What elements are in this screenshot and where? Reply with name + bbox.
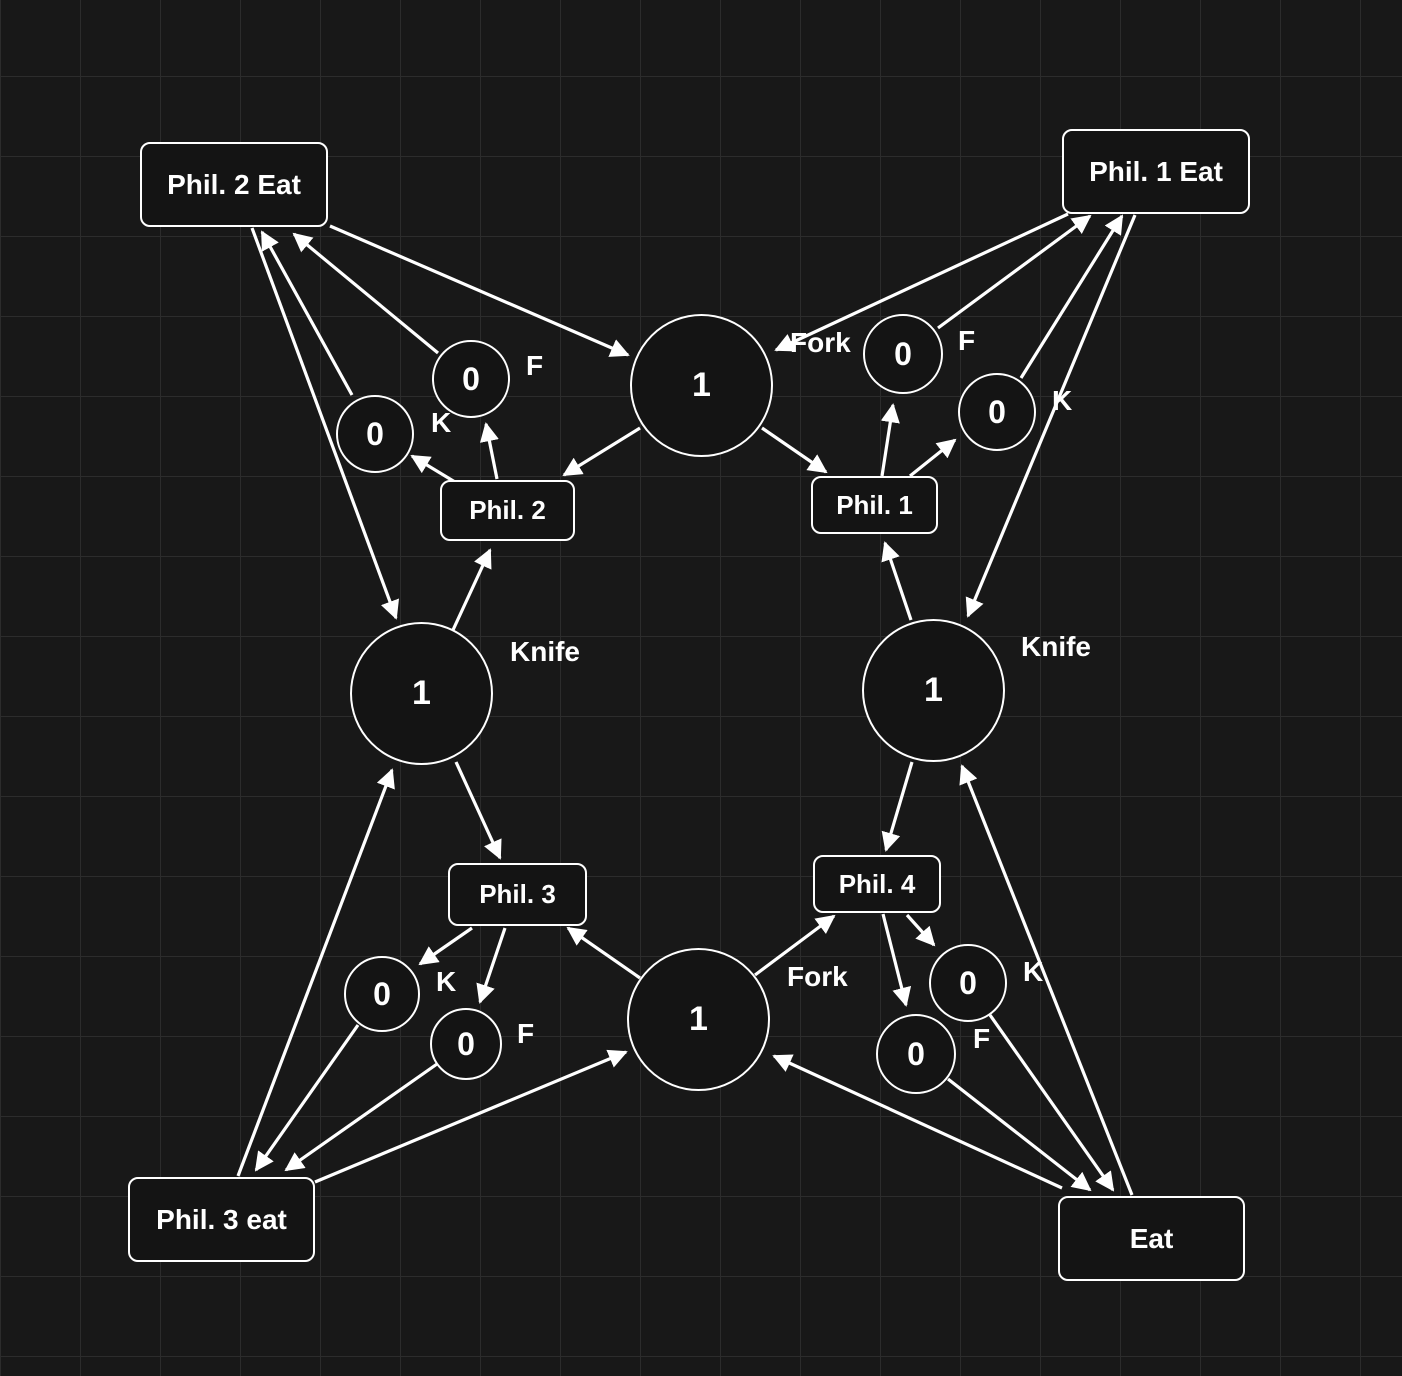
arc-phil2-eat-to-fork[interactable] (329, 224, 630, 357)
phil2-fork-place[interactable]: 0 (432, 340, 510, 418)
arc-phil3-to-phil3-knife[interactable] (418, 926, 473, 966)
arc-phil1-to-phil1-knife[interactable] (909, 438, 957, 478)
token-count: 0 (907, 1035, 925, 1072)
transition-label: Phil. 3 eat (156, 1203, 287, 1235)
phil4-transition[interactable]: Phil. 4 (813, 855, 941, 913)
phil2-knife-label: K (431, 407, 452, 438)
token-count: 1 (689, 1000, 708, 1038)
arc-phil2-to-phil2-knife[interactable] (410, 454, 456, 484)
arc-phil3-eat-to-fork[interactable] (314, 1049, 628, 1184)
arc-phil4-to-phil4-fork[interactable] (881, 913, 912, 1007)
phil4-fork-label: F (973, 1023, 991, 1054)
arc-phil1-to-phil1-fork[interactable] (880, 403, 900, 477)
arc-phil2-to-phil2-fork[interactable] (479, 422, 499, 480)
arc-fork-to-phil2[interactable] (562, 426, 641, 477)
arc-knife-to-phil3[interactable] (454, 761, 502, 860)
token-count: 1 (412, 674, 431, 712)
phil2-transition[interactable]: Phil. 2 (440, 480, 575, 541)
phil4-eat-transition[interactable]: Eat (1058, 1196, 1245, 1281)
arc-phil4-eat-to-fork[interactable] (772, 1054, 1063, 1190)
arc-phil4-fork-to-phil4-eat[interactable] (947, 1077, 1092, 1192)
arc-phil2-knife-to-phil2-eat[interactable] (260, 230, 354, 396)
phil3-knife-place[interactable]: 0 (344, 956, 420, 1032)
token-count: 1 (692, 366, 711, 404)
arc-phil1-eat-to-knife[interactable] (965, 214, 1137, 618)
transition-label: Phil. 2 (469, 495, 546, 525)
phil1-knife-place[interactable]: 0 (958, 373, 1036, 451)
arc-fork-to-phil4[interactable] (754, 914, 836, 977)
transition-label: Phil. 1 (836, 489, 913, 520)
phil3-transition[interactable]: Phil. 3 (448, 863, 587, 926)
token-count: 0 (457, 1025, 475, 1062)
phil1-knife-label: K (1052, 385, 1073, 416)
phil3-fork-place[interactable]: 0 (430, 1008, 502, 1080)
fork-label-top: Fork (790, 327, 851, 358)
token-count: 0 (462, 360, 480, 397)
token-count: 0 (366, 415, 384, 452)
phil2-knife-place[interactable]: 0 (336, 395, 414, 473)
arc-phil2-eat-to-knife[interactable] (250, 227, 400, 620)
transition-label: Phil. 3 (479, 879, 556, 909)
token-count: 1 (924, 671, 943, 709)
transition-label: Phil. 1 Eat (1089, 155, 1223, 187)
knife-place-right[interactable]: 1 (862, 619, 1005, 762)
arc-fork-to-phil1[interactable] (761, 426, 828, 474)
token-count: 0 (959, 964, 977, 1001)
phil2-fork-label: F (526, 350, 544, 381)
phil1-fork-label: F (958, 325, 976, 356)
arc-phil3-eat-to-knife[interactable] (236, 768, 395, 1177)
arc-phil3-knife-to-phil3-eat[interactable] (254, 1024, 360, 1172)
arc-phil4-to-phil4-knife[interactable] (905, 913, 936, 947)
arc-phil3-fork-to-phil3-eat[interactable] (284, 1062, 438, 1172)
arc-phil1-eat-to-fork[interactable] (774, 212, 1069, 352)
arc-phil3-to-phil3-fork[interactable] (476, 927, 507, 1004)
arc-phil1-fork-to-phil1-eat[interactable] (937, 214, 1092, 330)
transition-label: Eat (1129, 1222, 1174, 1254)
arc-fork-to-phil3[interactable] (566, 926, 641, 980)
fork-place-bottom[interactable]: 1 (627, 948, 770, 1091)
phil3-eat-transition[interactable]: Phil. 3 eat (128, 1177, 315, 1262)
phil1-transition[interactable]: Phil. 1 (811, 476, 938, 534)
token-count: 0 (988, 393, 1006, 430)
knife-place-left[interactable]: 1 (350, 622, 493, 765)
phil4-knife-place[interactable]: 0 (929, 944, 1007, 1022)
arc-knife-to-phil1[interactable] (881, 541, 913, 621)
token-count: 0 (373, 975, 391, 1012)
arc-phil1-knife-to-phil1-eat[interactable] (1019, 214, 1124, 379)
phil3-knife-label: K (436, 966, 457, 997)
phil2-eat-transition[interactable]: Phil. 2 Eat (140, 142, 328, 227)
fork-place-top[interactable]: 1 (630, 314, 773, 457)
transition-label: Phil. 4 (838, 868, 916, 899)
transition-label: Phil. 2 Eat (167, 168, 301, 200)
phil1-eat-transition[interactable]: Phil. 1 Eat (1062, 129, 1250, 214)
arc-phil2-fork-to-phil2-eat[interactable] (292, 232, 440, 355)
arc-phil4-eat-to-knife[interactable] (959, 764, 1134, 1196)
arc-knife-to-phil2[interactable] (451, 548, 492, 631)
phil3-fork-label: F (517, 1018, 535, 1049)
arc-knife-to-phil4[interactable] (881, 761, 914, 852)
phil4-fork-place[interactable]: 0 (876, 1014, 956, 1094)
knife-label-left: Knife (510, 636, 580, 667)
fork-label-bottom: Fork (787, 961, 848, 992)
knife-label-right: Knife (1021, 631, 1091, 662)
arc-phil4-knife-to-phil4-eat[interactable] (988, 1014, 1115, 1192)
phil1-fork-place[interactable]: 0 (863, 314, 943, 394)
token-count: 0 (894, 335, 912, 372)
phil4-knife-label: K (1023, 956, 1044, 987)
